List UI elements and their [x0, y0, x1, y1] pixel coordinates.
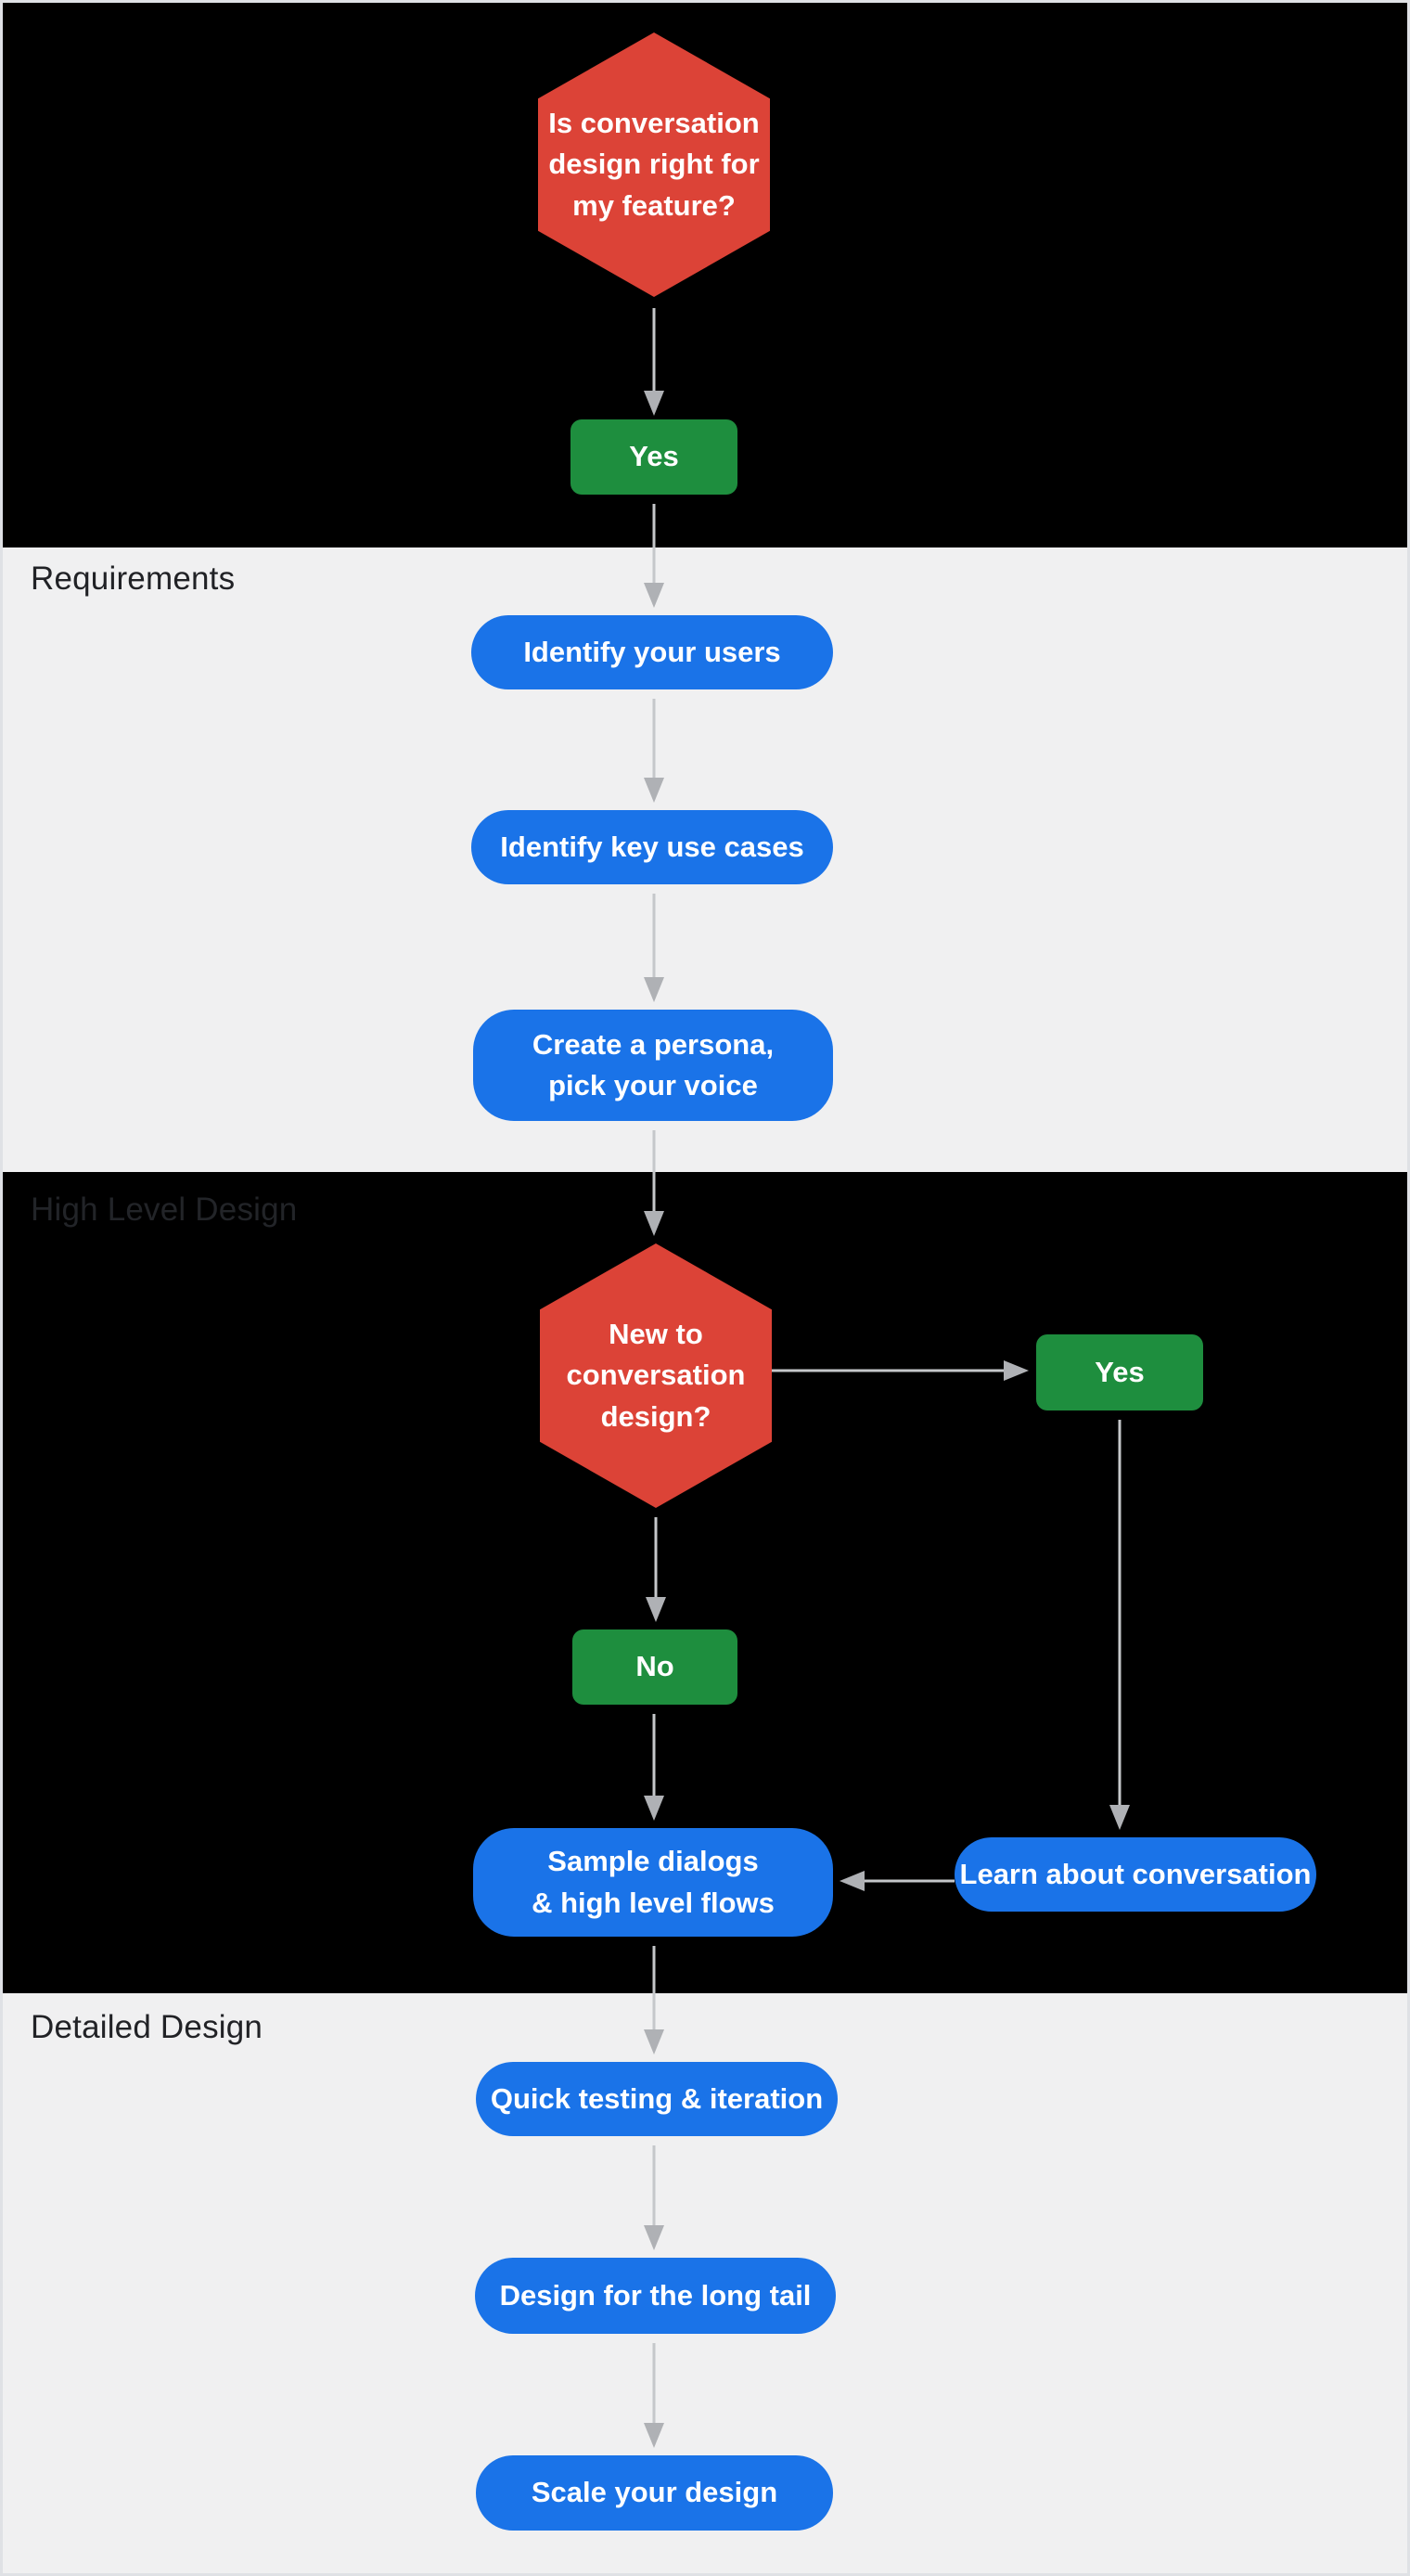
node-step-design-for-the-long-tail: Design for the long tail: [475, 2258, 836, 2334]
node-label: No: [635, 1650, 674, 1683]
node-answer-yes-1: Yes: [570, 419, 737, 495]
node-label: Quick testing & iteration: [490, 2081, 824, 2115]
node-decision-is-conversation-design-right: Is conversation design right for my feat…: [538, 32, 770, 297]
node-label: Identify your users: [523, 635, 781, 668]
node-label: Create a persona, pick your voice: [532, 1027, 775, 1101]
node-label: Identify key use cases: [500, 830, 804, 863]
node-label: New to conversation design?: [566, 1318, 746, 1433]
node-step-identify-key-use-cases: Identify key use cases: [471, 810, 833, 884]
node-decision-new-to-conversation-design: New to conversation design?: [540, 1243, 772, 1508]
node-answer-no: No: [572, 1629, 737, 1705]
node-step-scale-your-design: Scale your design: [476, 2455, 833, 2531]
node-step-sample-dialogs-high-level-flows: Sample dialogs & high level flows: [473, 1828, 833, 1937]
node-step-learn-about-conversation: Learn about conversation: [955, 1837, 1316, 1912]
node-step-create-persona-pick-voice: Create a persona, pick your voice: [473, 1010, 833, 1121]
node-label: Is conversation design right for my feat…: [548, 107, 760, 222]
node-label: Design for the long tail: [499, 2278, 812, 2312]
section-label-high-level-design: High Level Design: [31, 1191, 298, 1228]
section-label-requirements: Requirements: [31, 560, 236, 597]
node-step-quick-testing-iteration: Quick testing & iteration: [476, 2062, 838, 2136]
node-label: Sample dialogs & high level flows: [532, 1845, 775, 1919]
node-label: Yes: [1095, 1355, 1145, 1388]
node-answer-yes-2: Yes: [1036, 1334, 1203, 1410]
node-label: Scale your design: [531, 2476, 778, 2509]
node-label: Yes: [629, 440, 679, 473]
node-step-identify-your-users: Identify your users: [471, 615, 833, 689]
section-label-detailed-design: Detailed Design: [31, 2009, 263, 2045]
node-label: Learn about conversation: [959, 1857, 1312, 1890]
